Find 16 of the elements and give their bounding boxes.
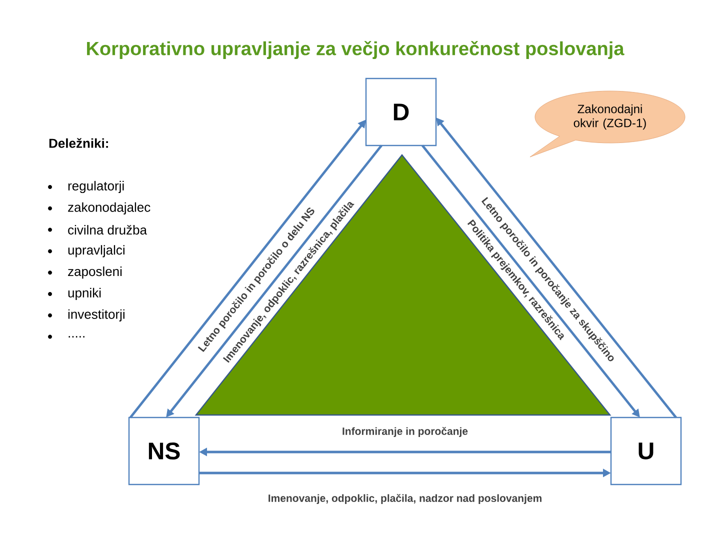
edge-label: Informiranje in poročanje: [342, 427, 468, 437]
list-item: regulatorji: [48, 180, 124, 194]
speech-bubble: Zakonodajni okvir (ZGD-1): [530, 90, 686, 158]
title: Korporativno upravljanje za večjo konkurečnost poslovanja: [87, 40, 624, 60]
list-item: zaposleni: [48, 266, 122, 279]
list-item: upravljalci: [48, 245, 124, 258]
list-heading: Deležniki:: [49, 138, 108, 148]
list-item: upniki: [48, 288, 101, 300]
list-item: investitorji: [48, 309, 124, 322]
list-item: zakonodajalec: [48, 202, 150, 214]
letter-box: U: [610, 416, 682, 486]
edge-label: Imenovanje, odpoklic, plačila, nadzor nad poslovanjem: [268, 494, 542, 504]
list-item: civilna družba: [48, 225, 147, 235]
letter-box: NS: [128, 416, 200, 486]
letter-box: D: [365, 78, 437, 146]
list-item: .....: [48, 334, 84, 339]
